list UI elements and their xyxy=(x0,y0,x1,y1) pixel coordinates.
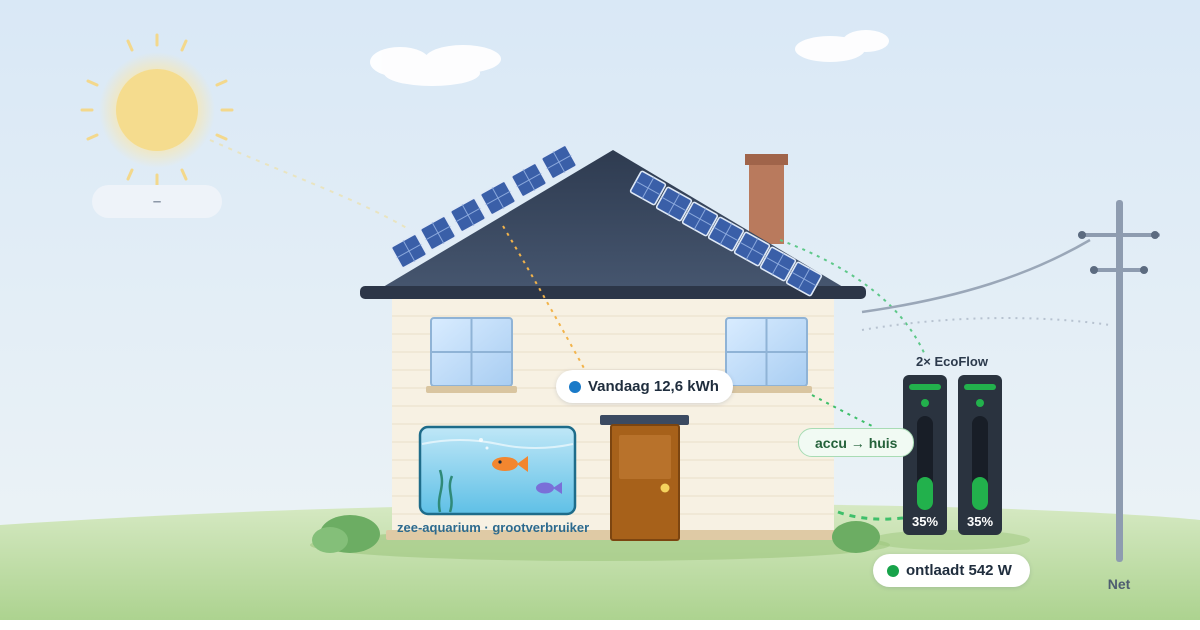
sun-icon xyxy=(80,33,234,187)
battery-title: 2× EcoFlow xyxy=(916,354,988,369)
sun-readout-badge: – xyxy=(92,185,222,218)
battery-unit-2 xyxy=(958,375,1002,535)
window-left xyxy=(426,317,517,393)
battery-1-charge: 35% xyxy=(911,514,939,529)
battery-to-house-line xyxy=(811,394,877,429)
battery-discharge-line xyxy=(837,510,904,521)
battery-flow-badge: accu → huis xyxy=(798,428,915,457)
battery-status-badge: ontlaadt 542 W xyxy=(873,554,1030,587)
chimney xyxy=(745,154,788,244)
grid-wire xyxy=(861,238,1091,314)
solar-today-badge: Vandaag 12,6 kWh xyxy=(556,370,733,403)
window-right xyxy=(721,317,812,393)
battery-unit-1 xyxy=(903,375,947,535)
utility-pole-icon xyxy=(1078,200,1160,562)
battery-flow-label: accu → huis xyxy=(815,434,898,451)
aquarium-icon xyxy=(418,425,577,516)
cloud xyxy=(370,45,501,86)
battery-2-charge: 35% xyxy=(966,514,994,529)
solar-today-label: Vandaag 12,6 kWh xyxy=(588,378,719,395)
aquarium-label: zee-aquarium · grootverbruiker xyxy=(397,520,590,535)
grid-label: Net xyxy=(1107,576,1131,592)
battery-status-label: ontlaadt 542 W xyxy=(906,562,1012,579)
front-door xyxy=(600,415,689,541)
solar-status-dot xyxy=(569,380,581,393)
footer-strip xyxy=(0,620,1200,630)
battery-status-dot xyxy=(887,564,899,577)
bush-left xyxy=(312,515,380,553)
sun-readout: – xyxy=(152,193,162,210)
roof xyxy=(360,150,866,299)
bush-right xyxy=(832,521,880,553)
cloud xyxy=(795,30,889,62)
battery-shadow xyxy=(870,530,1030,550)
